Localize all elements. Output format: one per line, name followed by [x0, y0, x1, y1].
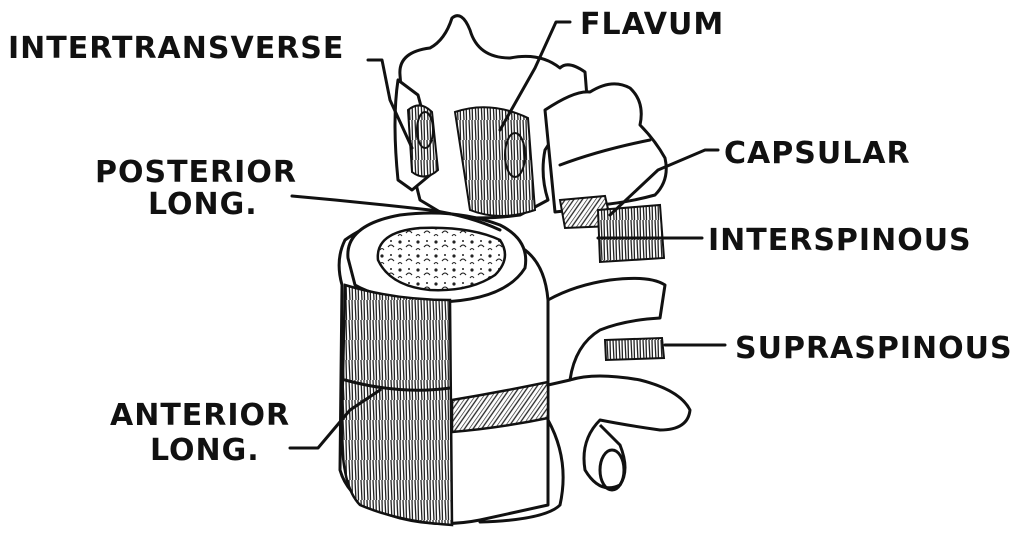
- label-posterior-line2: LONG.: [148, 187, 258, 222]
- label-intertransverse: INTERTRANSVERSE: [8, 31, 344, 66]
- label-interspinous: INTERSPINOUS: [708, 223, 972, 258]
- lower-spinous-process: [570, 376, 690, 488]
- lower-pedicle: [548, 278, 665, 385]
- upper-spinous-process: [545, 84, 666, 212]
- supraspinous-ligament: [605, 338, 664, 360]
- label-capsular: CAPSULAR: [724, 136, 911, 171]
- vertebra-illustration: [339, 16, 690, 525]
- label-supraspinous: SUPRASPINOUS: [735, 331, 1013, 366]
- label-anterior-line1: ANTERIOR: [110, 398, 290, 433]
- label-anterior-line2: LONG.: [150, 433, 260, 468]
- label-flavum: FLAVUM: [580, 7, 724, 42]
- interspinous-ligament: [598, 205, 664, 262]
- label-posterior-line1: POSTERIOR: [95, 155, 297, 190]
- nucleus-pulposus: [378, 228, 505, 290]
